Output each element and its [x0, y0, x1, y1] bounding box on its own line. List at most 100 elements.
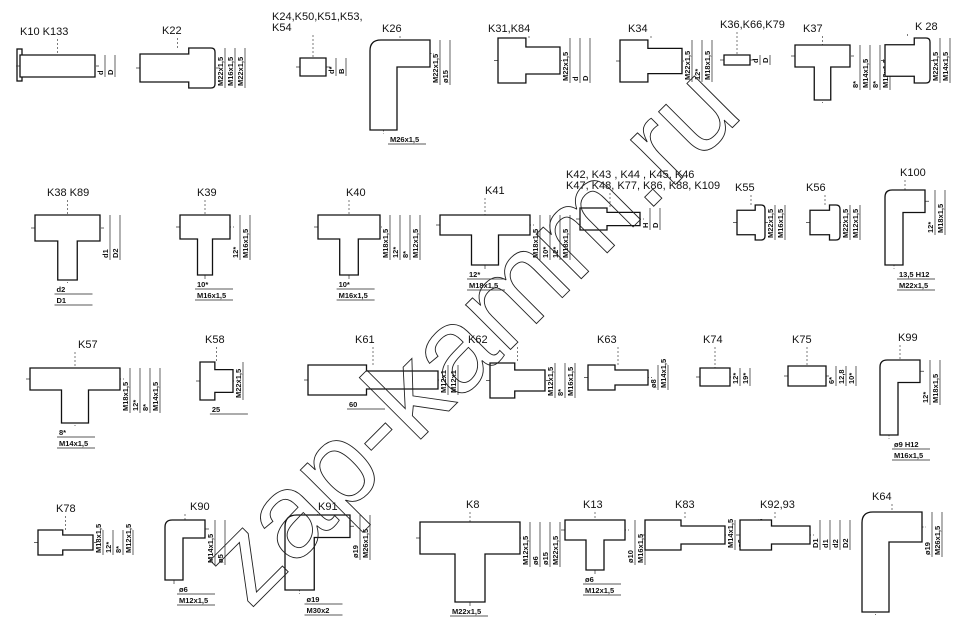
- fitting-label: K13: [583, 499, 603, 511]
- fitting-label: K57: [78, 339, 98, 351]
- fitting-body: [317, 214, 381, 276]
- dimension-label: M26x1,5: [933, 526, 942, 555]
- fitting-label: K91: [318, 501, 338, 513]
- dimension-label: D2: [841, 538, 850, 548]
- fitting-body: [139, 47, 216, 89]
- fitting-label: K90: [190, 501, 210, 513]
- dimension-label: M18x1,5: [381, 229, 390, 258]
- fitting-body: [644, 519, 726, 551]
- dimension-label: D: [106, 69, 115, 75]
- dimension-label: 10*: [339, 280, 350, 289]
- dimension-label: d: [96, 70, 105, 75]
- dimension-label: M22x1,5: [234, 369, 243, 398]
- dimension-label: M14x1,5: [726, 519, 735, 548]
- dimension-label: M16x1,5: [226, 57, 235, 86]
- fitting-label: K42, K43 , K44 , K45, K46: [566, 169, 694, 181]
- dimension-label: d*: [327, 66, 336, 74]
- fitting-body: [284, 514, 351, 591]
- fitting-label: K31,K84: [488, 23, 530, 35]
- dimension-label: M12x1: [449, 370, 458, 393]
- dimension-label: 8*: [851, 81, 860, 88]
- dimension-label: ø6: [585, 575, 594, 584]
- dimension-label: D: [651, 222, 660, 228]
- fitting-body: [419, 521, 521, 603]
- fitting-body: [579, 207, 641, 231]
- dimension-label: 10*: [541, 247, 550, 258]
- fitting-label: K99: [898, 332, 918, 344]
- fitting-label: K55: [735, 182, 755, 194]
- fitting-label: K24,K50,K51,K53,: [272, 11, 363, 23]
- dimension-label: M16x1,5: [339, 291, 368, 300]
- dimension-label: M12x1,5: [546, 367, 555, 396]
- fitting-label: K38 K89: [47, 187, 89, 199]
- dimension-label: ø9 H12: [894, 440, 919, 449]
- dimension-label: H: [641, 223, 650, 228]
- dimension-label: M22x1,5: [431, 54, 440, 83]
- dimension-label: M18x1,5: [936, 204, 945, 233]
- dimension-label: D: [581, 75, 590, 81]
- fitting-label: K40: [346, 187, 366, 199]
- fitting-body: [34, 214, 101, 281]
- fitting-body: [37, 529, 94, 556]
- fitting-body: [619, 39, 683, 83]
- dimension-label: M16x1,5: [636, 534, 645, 563]
- dimension-label: ø10: [626, 550, 635, 563]
- dimension-label: M22x1,5: [452, 607, 481, 616]
- dimension-label: M14x1,5: [659, 359, 668, 388]
- fitting-label: K100: [900, 167, 926, 179]
- fitting-label: K62: [468, 334, 488, 346]
- dimension-label: M18x1,5: [94, 524, 103, 553]
- dimension-label: 8*: [114, 546, 123, 553]
- dimension-label: B: [337, 68, 346, 74]
- dimension-label: M22x1,5: [561, 52, 570, 81]
- fitting-label: K58: [205, 334, 225, 346]
- fitting-label-line2: K54: [272, 22, 292, 34]
- dimension-label: M30x2: [307, 606, 330, 615]
- fitting-body: [884, 37, 931, 84]
- fitting-body: [369, 39, 431, 131]
- dimension-label: 12*: [391, 247, 400, 258]
- dimension-label: 60: [349, 400, 357, 409]
- fitting-body: [489, 362, 546, 399]
- dimension-label: 6*: [827, 377, 836, 384]
- dimension-label: 12*: [731, 373, 740, 384]
- fitting-body: [299, 57, 327, 77]
- dimension-label: d: [751, 58, 760, 63]
- dimension-label: M16x1,5: [241, 229, 250, 258]
- dimension-label: M18x1,5: [121, 382, 130, 411]
- fitting-body: [179, 214, 231, 276]
- fitting-body: [739, 519, 811, 551]
- dimension-label: M22x1,5: [899, 281, 928, 290]
- dimension-label: 12*: [551, 247, 560, 258]
- fitting-label: K36,K66,K79: [720, 19, 785, 31]
- dimension-label: D2: [111, 248, 120, 258]
- dimension-label: M18x1,5: [931, 374, 940, 403]
- dimension-label: ø19: [351, 545, 360, 558]
- fitting-label: K83: [675, 499, 695, 511]
- fitting-body: [699, 367, 731, 387]
- fitting-label: K34: [628, 23, 648, 35]
- fitting-body: [723, 54, 751, 66]
- fitting-label: K78: [56, 503, 76, 515]
- fitting-label: K56: [806, 182, 826, 194]
- dimension-label: 12*: [469, 270, 480, 279]
- dimension-label: M26x1,5: [390, 135, 419, 144]
- dimension-label: 12*: [231, 247, 240, 258]
